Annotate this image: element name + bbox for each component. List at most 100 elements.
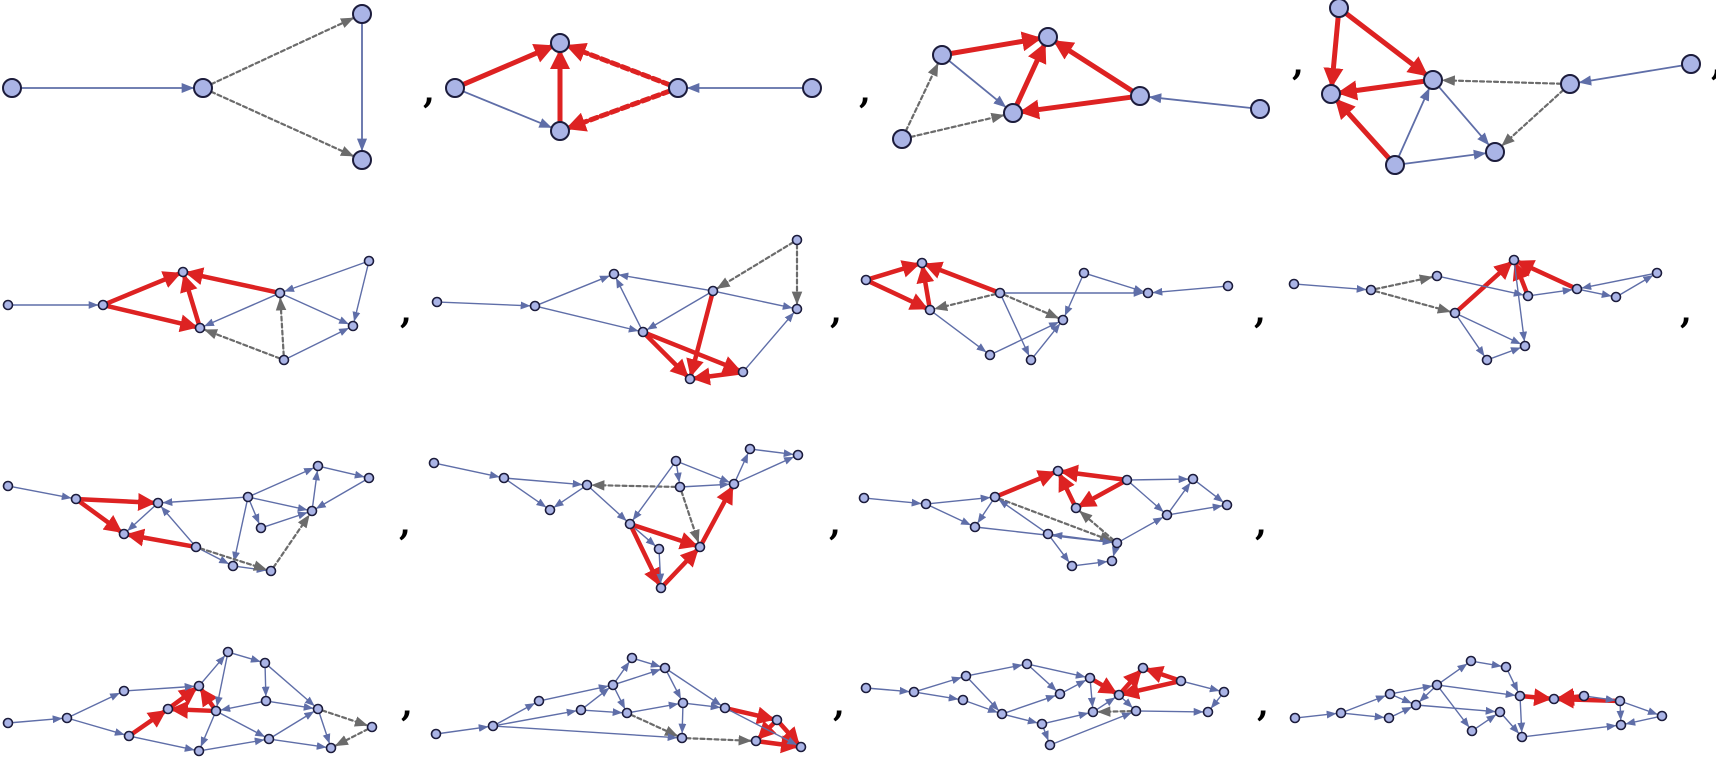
graph-edge xyxy=(231,652,261,663)
highlighted-edge xyxy=(169,700,214,719)
graph-edge xyxy=(1005,694,1056,714)
graph-node xyxy=(969,521,981,533)
highlighted-edge xyxy=(758,735,800,754)
graph-node xyxy=(162,703,174,715)
graph-node xyxy=(222,646,234,658)
graph-node xyxy=(498,472,510,484)
graph-edge xyxy=(583,687,610,708)
graph-node xyxy=(193,78,213,98)
graph-edge xyxy=(496,702,536,725)
graph-edge xyxy=(1001,296,1030,356)
graph-node xyxy=(1289,712,1301,724)
graph-node xyxy=(621,707,633,719)
graph-edge xyxy=(215,655,228,707)
graph-node xyxy=(352,150,372,170)
graph-edge xyxy=(1096,697,1116,711)
highlighted-edge xyxy=(104,271,182,306)
graph-edge xyxy=(202,737,265,751)
graph-edge xyxy=(686,702,721,711)
graph-node xyxy=(193,745,205,757)
graph-node xyxy=(795,741,807,753)
graph-node xyxy=(1514,690,1526,702)
new-dashed-edge xyxy=(716,241,795,290)
graph-edge xyxy=(737,456,794,483)
graph-edge xyxy=(1129,482,1164,513)
highlighted-edge xyxy=(1515,260,1576,290)
graph-edge xyxy=(1490,347,1521,360)
graph-edge xyxy=(538,306,639,333)
graph-node xyxy=(994,287,1006,299)
graph-node xyxy=(1321,84,1341,104)
comma-separator: , xyxy=(1255,504,1267,544)
highlighted-edge xyxy=(1018,94,1134,120)
highlighted-edge xyxy=(184,267,278,295)
graph-node xyxy=(1465,655,1477,667)
graph-edge xyxy=(269,700,314,711)
new-dashed-edge xyxy=(1374,274,1433,291)
graph-edge xyxy=(1075,558,1108,567)
graph-node xyxy=(1087,706,1099,718)
graph-node xyxy=(1481,354,1493,366)
graph-node xyxy=(1054,688,1066,700)
graph-node xyxy=(97,299,109,311)
graph-node xyxy=(791,234,803,246)
graph-edge xyxy=(1087,681,1096,708)
graph-edge xyxy=(932,312,987,353)
graph-node xyxy=(960,670,972,682)
graph-node xyxy=(1066,560,1078,572)
graph-node xyxy=(1449,307,1461,319)
graph-node xyxy=(550,121,570,141)
graph-edge xyxy=(1049,536,1070,563)
graph-edge xyxy=(553,486,584,508)
graph-node xyxy=(1052,465,1064,477)
graph-node xyxy=(1070,502,1082,514)
graph-edge xyxy=(1195,481,1224,503)
graph-edge xyxy=(506,479,547,508)
graph-edge xyxy=(1625,716,1659,726)
graph-edge xyxy=(11,715,63,724)
graph-node xyxy=(1615,719,1627,731)
graph-node xyxy=(194,322,206,334)
graph-edge xyxy=(584,708,623,716)
graph-edge xyxy=(968,678,999,711)
graph-node xyxy=(274,287,286,299)
graph-node xyxy=(1385,155,1405,175)
graph-node xyxy=(366,721,378,733)
graph-node xyxy=(325,742,337,754)
graph-edge xyxy=(646,292,710,330)
graph-edge xyxy=(507,477,583,488)
highlighted-edge xyxy=(923,261,999,294)
graph-edge xyxy=(1419,687,1435,702)
graph-edge xyxy=(201,655,226,684)
new-dashed-edge xyxy=(934,292,997,312)
graph-edge xyxy=(666,671,682,699)
graph-edge xyxy=(1392,706,1412,717)
graph-node xyxy=(227,560,239,572)
graph-node xyxy=(624,518,636,530)
highlighted-edge xyxy=(1144,665,1179,683)
graph-edge xyxy=(284,261,366,292)
graph-node xyxy=(1218,686,1230,698)
graph-edge xyxy=(1148,93,1252,109)
graph-node xyxy=(1221,499,1233,511)
graph-node xyxy=(2,299,14,311)
graph-edge xyxy=(496,725,678,742)
graph-edge xyxy=(745,312,795,370)
graph-node xyxy=(626,652,638,664)
highlighted-edge xyxy=(644,331,742,373)
graph-edge xyxy=(272,711,315,738)
graph-node xyxy=(908,686,920,698)
graph-edge xyxy=(668,669,722,706)
edges-layer xyxy=(11,10,1684,754)
graph-edge xyxy=(1513,263,1528,342)
graph-node xyxy=(1500,661,1512,673)
graph-edge xyxy=(589,487,627,522)
graph-node xyxy=(916,257,928,269)
graph-edge xyxy=(462,90,552,129)
graph-edge xyxy=(948,59,1007,108)
graph-edge xyxy=(1168,482,1191,513)
graph-node xyxy=(659,662,671,674)
graph-edge xyxy=(1619,275,1654,296)
graph-node xyxy=(1423,70,1443,90)
graph-node xyxy=(957,694,969,706)
